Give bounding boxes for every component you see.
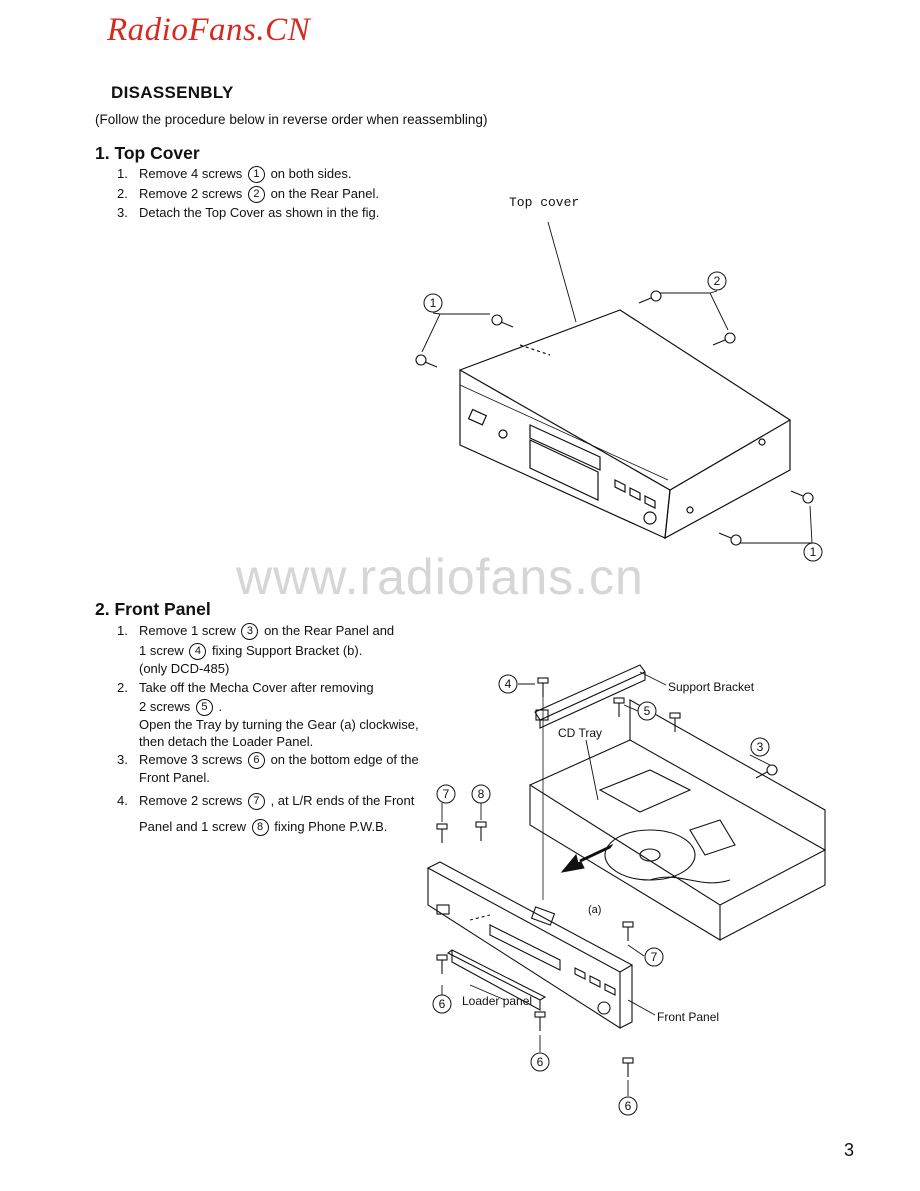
site-logo: RadioFans.CN xyxy=(107,12,311,48)
callout-number: 8 xyxy=(251,819,269,837)
section-2-steps: 1.Remove 1 screw 3 on the Rear Panel and… xyxy=(117,622,419,837)
step-2-2-line4: then detach the Loader Panel. xyxy=(139,734,314,750)
screw-icon xyxy=(622,921,634,941)
screw-icon xyxy=(534,1011,546,1031)
callout-circles xyxy=(423,271,823,562)
callout-5: 5 xyxy=(643,704,651,718)
screw-icon xyxy=(491,314,514,328)
direction-arrow-icon xyxy=(560,843,614,873)
screw-icon xyxy=(475,821,487,841)
callout-7: 7 xyxy=(442,787,450,801)
screw-icons-2 xyxy=(436,677,778,1077)
screw-icon xyxy=(622,1057,634,1077)
step-2-3-line2: Front Panel. xyxy=(139,770,210,786)
callout-number: 5 xyxy=(195,699,213,717)
callout-1-bottom: 1 xyxy=(809,545,817,559)
step-2-1-line3: (only DCD-485) xyxy=(139,661,230,677)
step-1-3: 3.Detach the Top Cover as shown in the f… xyxy=(117,205,380,221)
callout-number: 6 xyxy=(247,752,265,770)
screw-icon xyxy=(718,532,742,546)
cd-player-body xyxy=(458,309,792,540)
step-2-2-line3: Open the Tray by turning the Gear (a) cl… xyxy=(139,717,419,733)
callout-6-left: 6 xyxy=(438,997,446,1011)
section-1-steps: 1.Remove 4 screws 1 on both sides. 2.Rem… xyxy=(117,165,379,221)
callout-number: 4 xyxy=(189,643,207,661)
step-2-2: 2.Take off the Mecha Cover after removin… xyxy=(117,680,374,696)
screw-icon xyxy=(613,697,625,717)
page-subtitle: (Follow the procedure below in reverse o… xyxy=(95,112,488,127)
screw-icons xyxy=(415,290,814,546)
screw-icon xyxy=(638,290,662,304)
support-bracket-label: Support Bracket xyxy=(668,680,755,694)
section-2-heading: 2. Front Panel xyxy=(95,599,211,619)
callout-2: 2 xyxy=(713,274,721,288)
page-number: 3 xyxy=(843,1140,854,1160)
page-title: DISASSENBLY xyxy=(111,83,234,102)
callout-circles-2 xyxy=(432,674,770,1116)
loader-panel-label: Loader panel xyxy=(462,994,533,1008)
section-1-heading: 1. Top Cover xyxy=(95,143,200,163)
top-cover-label: Top cover xyxy=(509,195,580,210)
callout-7-right: 7 xyxy=(650,950,658,964)
chassis xyxy=(426,664,827,1030)
front-panel-label: Front Panel xyxy=(657,1010,720,1024)
cd-tray-label: CD Tray xyxy=(558,726,603,740)
callout-3: 3 xyxy=(756,740,764,754)
callout-number: 7 xyxy=(247,793,265,811)
step-1-2: 2.Remove 2 screws 2 on the Rear Panel. xyxy=(117,185,379,204)
screw-icon xyxy=(712,332,736,346)
step-2-3: 3.Remove 3 screws 6 on the bottom edge o… xyxy=(117,751,419,770)
screw-icon xyxy=(415,354,438,368)
callout-8: 8 xyxy=(477,787,485,801)
step-2-4-line2: Panel and 1 screw 8 fixing Phone P.W.B. xyxy=(117,818,419,837)
screw-icon xyxy=(436,954,448,974)
step-2-4: 4.Remove 2 screws 7 , at L/R ends of the… xyxy=(117,792,419,811)
callout-1: 1 xyxy=(429,296,437,310)
callout-number: 2 xyxy=(247,186,265,204)
screw-icon xyxy=(436,823,448,843)
callout-lines-2 xyxy=(441,671,771,1096)
screw-icon xyxy=(537,677,549,697)
step-2-2-line2: 2 screws 5 . xyxy=(117,698,419,717)
step-1-1: 1.Remove 4 screws 1 on both sides. xyxy=(117,165,379,184)
callout-6-right: 6 xyxy=(624,1099,632,1113)
step-2-1-line2: 1 screw 4 fixing Support Bracket (b). xyxy=(117,642,419,661)
callout-number: 1 xyxy=(247,166,265,184)
callout-number: 3 xyxy=(241,623,259,641)
screw-icon xyxy=(790,490,814,504)
step-2-1: 1.Remove 1 screw 3 on the Rear Panel and xyxy=(117,622,419,641)
callout-4: 4 xyxy=(504,677,512,691)
callout-6-middle: 6 xyxy=(536,1055,544,1069)
screw-icon xyxy=(755,764,778,779)
screw-icon xyxy=(669,712,681,732)
watermark: www.radiofans.cn xyxy=(236,549,644,605)
gear-label: (a) xyxy=(588,904,602,916)
